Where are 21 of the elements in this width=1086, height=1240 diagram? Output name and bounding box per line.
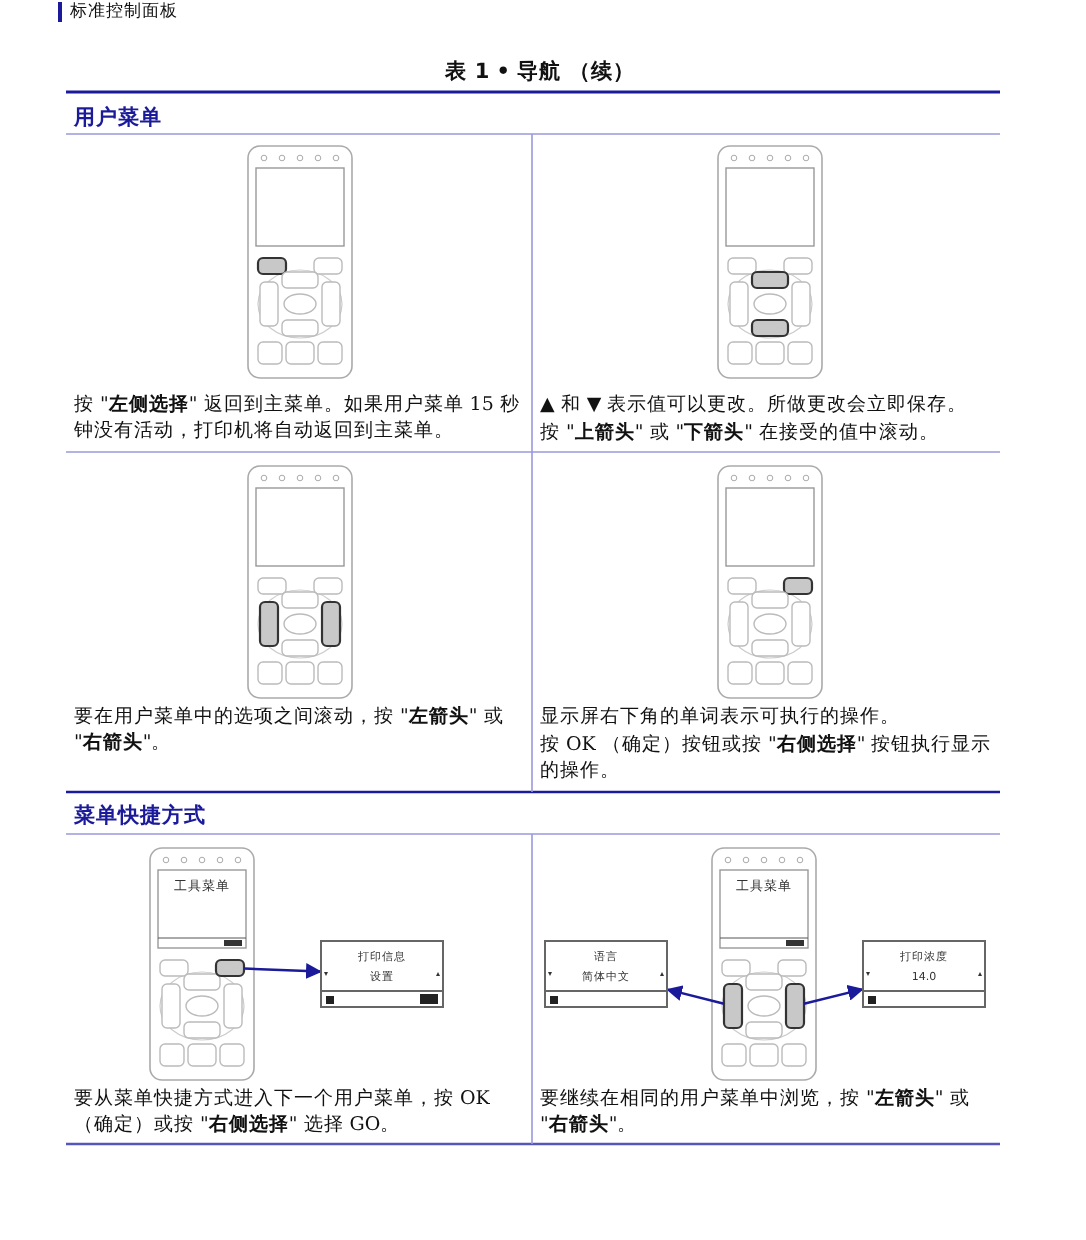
description-text: ▲ 和 ▼ 表示值可以更改。所做更改会立即保存。 (540, 392, 970, 418)
description-text: 要继续在相同的用户菜单中浏览，按 "左箭头" 或 "右箭头"。 (540, 1086, 972, 1138)
highlighted-key (214, 958, 246, 978)
display-screen (862, 940, 986, 1008)
highlighted-key (784, 982, 806, 1030)
table-title: 表 1 • 导航 （续） (443, 58, 637, 86)
section-heading: 菜单快捷方式 (74, 802, 206, 830)
highlighted-key (722, 982, 744, 1030)
description-text: 显示屏右下角的单词表示可执行的操作。 (540, 704, 902, 730)
description-text: 要在用户菜单中的选项之间滚动，按 "左箭头" 或 "右箭头"。 (74, 704, 506, 756)
description-text: 按 "上箭头" 或 "下箭头" 在接受的值中滚动。 (540, 420, 942, 446)
arrow (803, 985, 864, 1005)
arrow (243, 963, 322, 979)
display-screen (544, 940, 668, 1008)
section-heading: 用户菜单 (74, 104, 162, 132)
description-text: 按 OK （确定）按钮或按 "右侧选择" 按钮执行显示的操作。 (540, 732, 994, 784)
display-screen (320, 940, 444, 1008)
page-header: 标准控制面板 (58, 2, 178, 22)
arrow (666, 985, 725, 1005)
description-text: 按 "左侧选择" 返回到主菜单。如果用户菜单 15 秒钟没有活动，打印机将自动返回到主菜单。 (74, 392, 522, 444)
description-text: 要从菜单快捷方式进入下一个用户菜单，按 OK （确定）或按 "右侧选择" 选择 GO。 (74, 1086, 492, 1138)
